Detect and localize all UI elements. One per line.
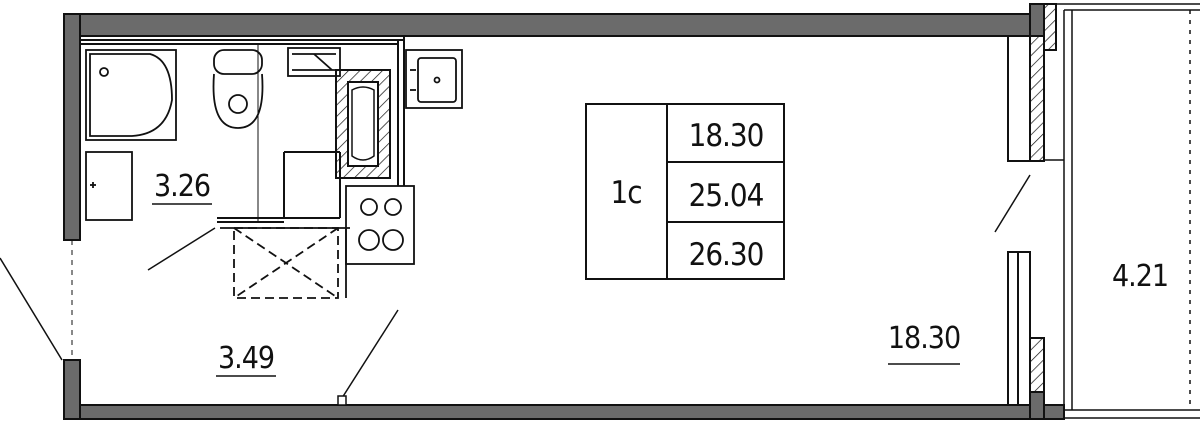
right-wall (1007, 3, 1064, 420)
entrance-door (0, 240, 73, 361)
balcony-door-swing (994, 174, 1031, 233)
interior-door-swing (337, 309, 399, 406)
legend-total-area-with-balcony: 26.30 (689, 237, 764, 273)
kitchen-sink (405, 49, 463, 109)
left-wall-lower (63, 359, 81, 420)
hallway-area-label: 3.49 (218, 341, 274, 376)
room-labels: 3.26 3.49 18.30 4.21 (152, 169, 1169, 377)
area-legend: 1с 18.30 25.04 26.30 (585, 103, 785, 280)
balcony-area-label: 4.21 (1112, 259, 1168, 294)
left-wall-upper (63, 13, 81, 241)
washing-machine (287, 47, 341, 77)
legend-total-area: 25.04 (689, 178, 764, 214)
bathroom-cabinet (85, 151, 133, 221)
stove (345, 185, 415, 265)
bathroom-area-label: 3.26 (154, 169, 210, 204)
top-wall (63, 13, 1033, 37)
bottom-wall (63, 404, 1065, 420)
right-wall-hatched (1029, 35, 1045, 162)
legend-type-label: 1с (610, 175, 641, 211)
legend-living-area: 18.30 (689, 118, 764, 154)
balcony-wall-hatched-top (1043, 3, 1057, 51)
wardrobe (220, 227, 350, 299)
ventilation-shaft (335, 69, 391, 179)
balcony (1044, 3, 1200, 419)
toilet (212, 49, 264, 129)
bathtub (85, 49, 177, 141)
window-panel-upper (1007, 35, 1031, 162)
exterior-walls (63, 13, 1065, 420)
main-room-area-label: 18.30 (888, 321, 960, 356)
